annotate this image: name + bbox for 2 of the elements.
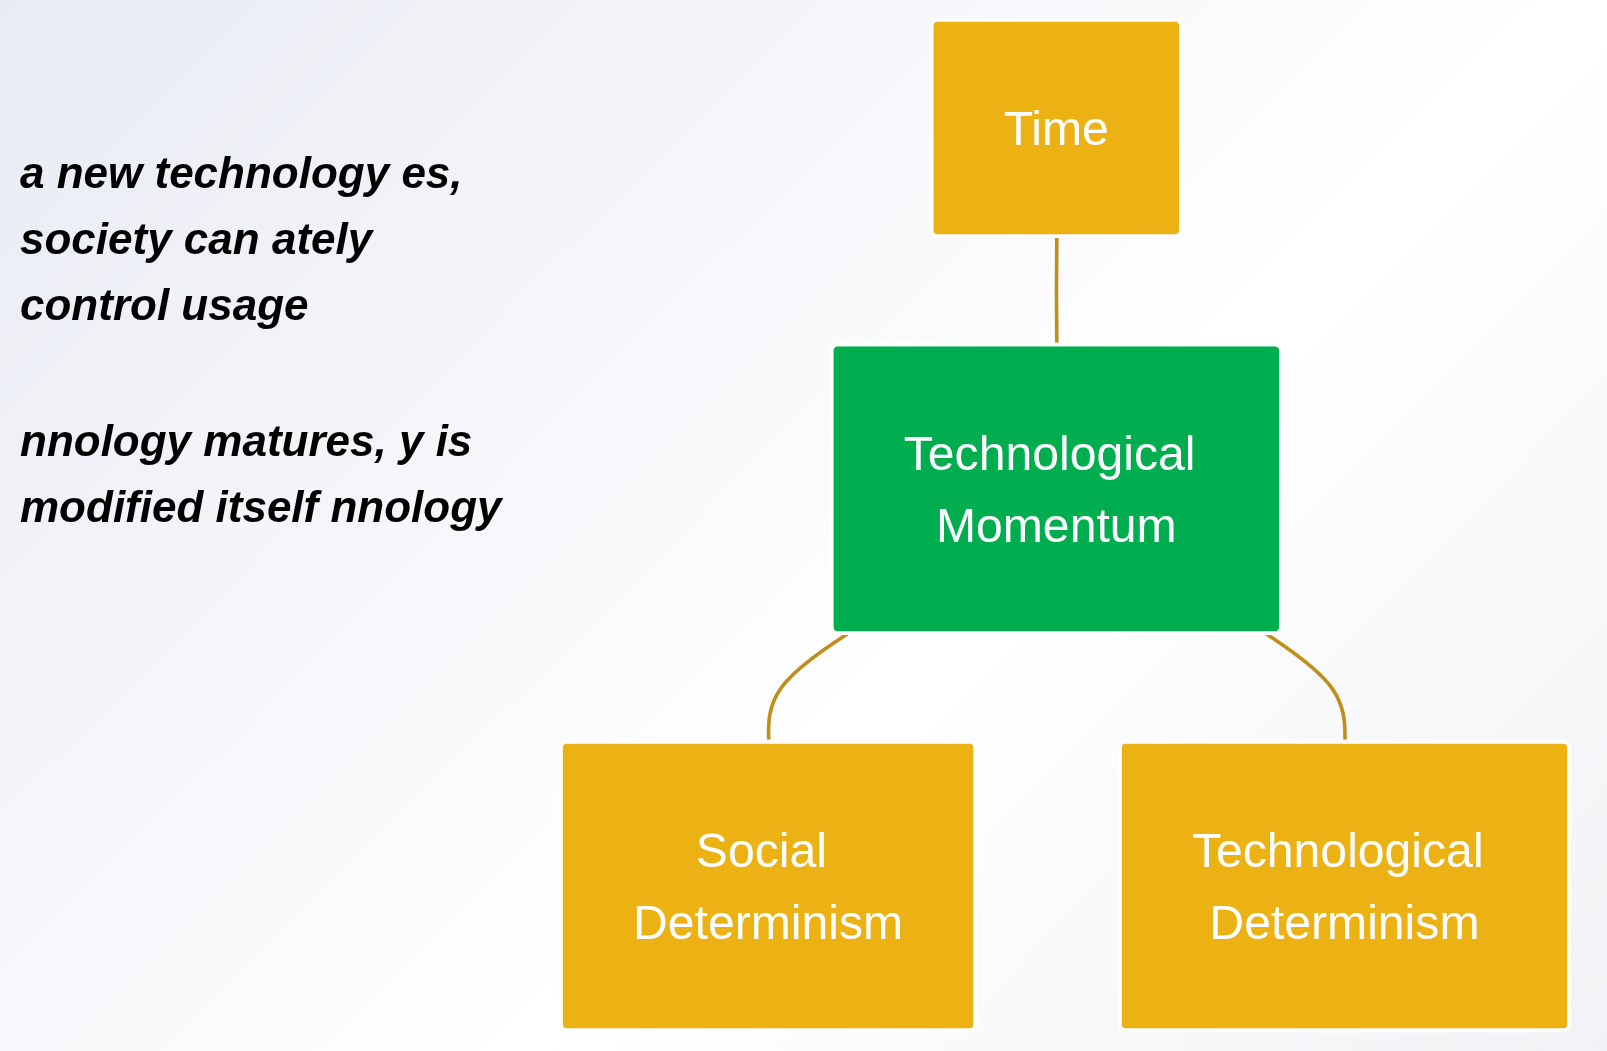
description-text: a new technology es, society can ately control usage: [20, 147, 464, 331]
description-text: nnology matures, y is modified itself nnology: [20, 415, 504, 533]
